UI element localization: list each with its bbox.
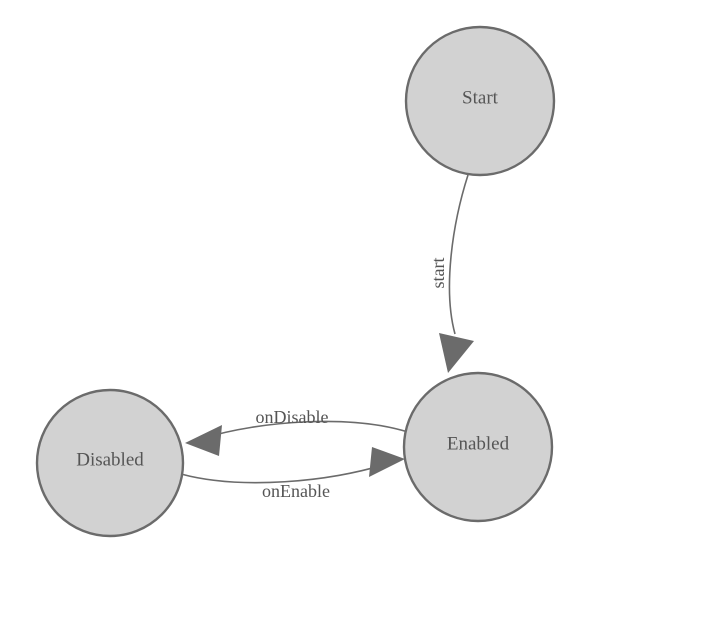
node-disabled[interactable]: Disabled <box>35 388 185 538</box>
node-circle-disabled[interactable] <box>35 388 185 538</box>
node-circle-enabled[interactable] <box>402 371 554 523</box>
edge-line-enabled-to-disabled <box>203 420 409 439</box>
edge-label-onenable: onEnable <box>262 481 330 501</box>
node-label-enabled: Enabled <box>447 433 510 454</box>
arrowhead-disabled-to-enabled <box>369 447 405 477</box>
node-start[interactable]: Start <box>404 25 556 177</box>
node-label-start: Start <box>462 87 499 108</box>
edge-disabled-to-enabled: onEnable <box>180 447 405 501</box>
edge-label-ondisable: onDisable <box>256 407 329 427</box>
edge-line-disabled-to-enabled <box>180 463 387 484</box>
node-circle-start[interactable] <box>404 25 556 177</box>
arrowhead-enabled-to-disabled <box>185 425 222 456</box>
edge-enabled-to-disabled: onDisable <box>185 407 409 456</box>
edge-label-start: start <box>428 258 448 289</box>
edge-line-start-to-enabled <box>448 174 469 335</box>
node-label-disabled: Disabled <box>76 449 144 470</box>
node-enabled[interactable]: Enabled <box>402 371 554 523</box>
edge-start-to-enabled: start <box>428 174 474 373</box>
arrowhead-start-to-enabled <box>439 333 474 373</box>
